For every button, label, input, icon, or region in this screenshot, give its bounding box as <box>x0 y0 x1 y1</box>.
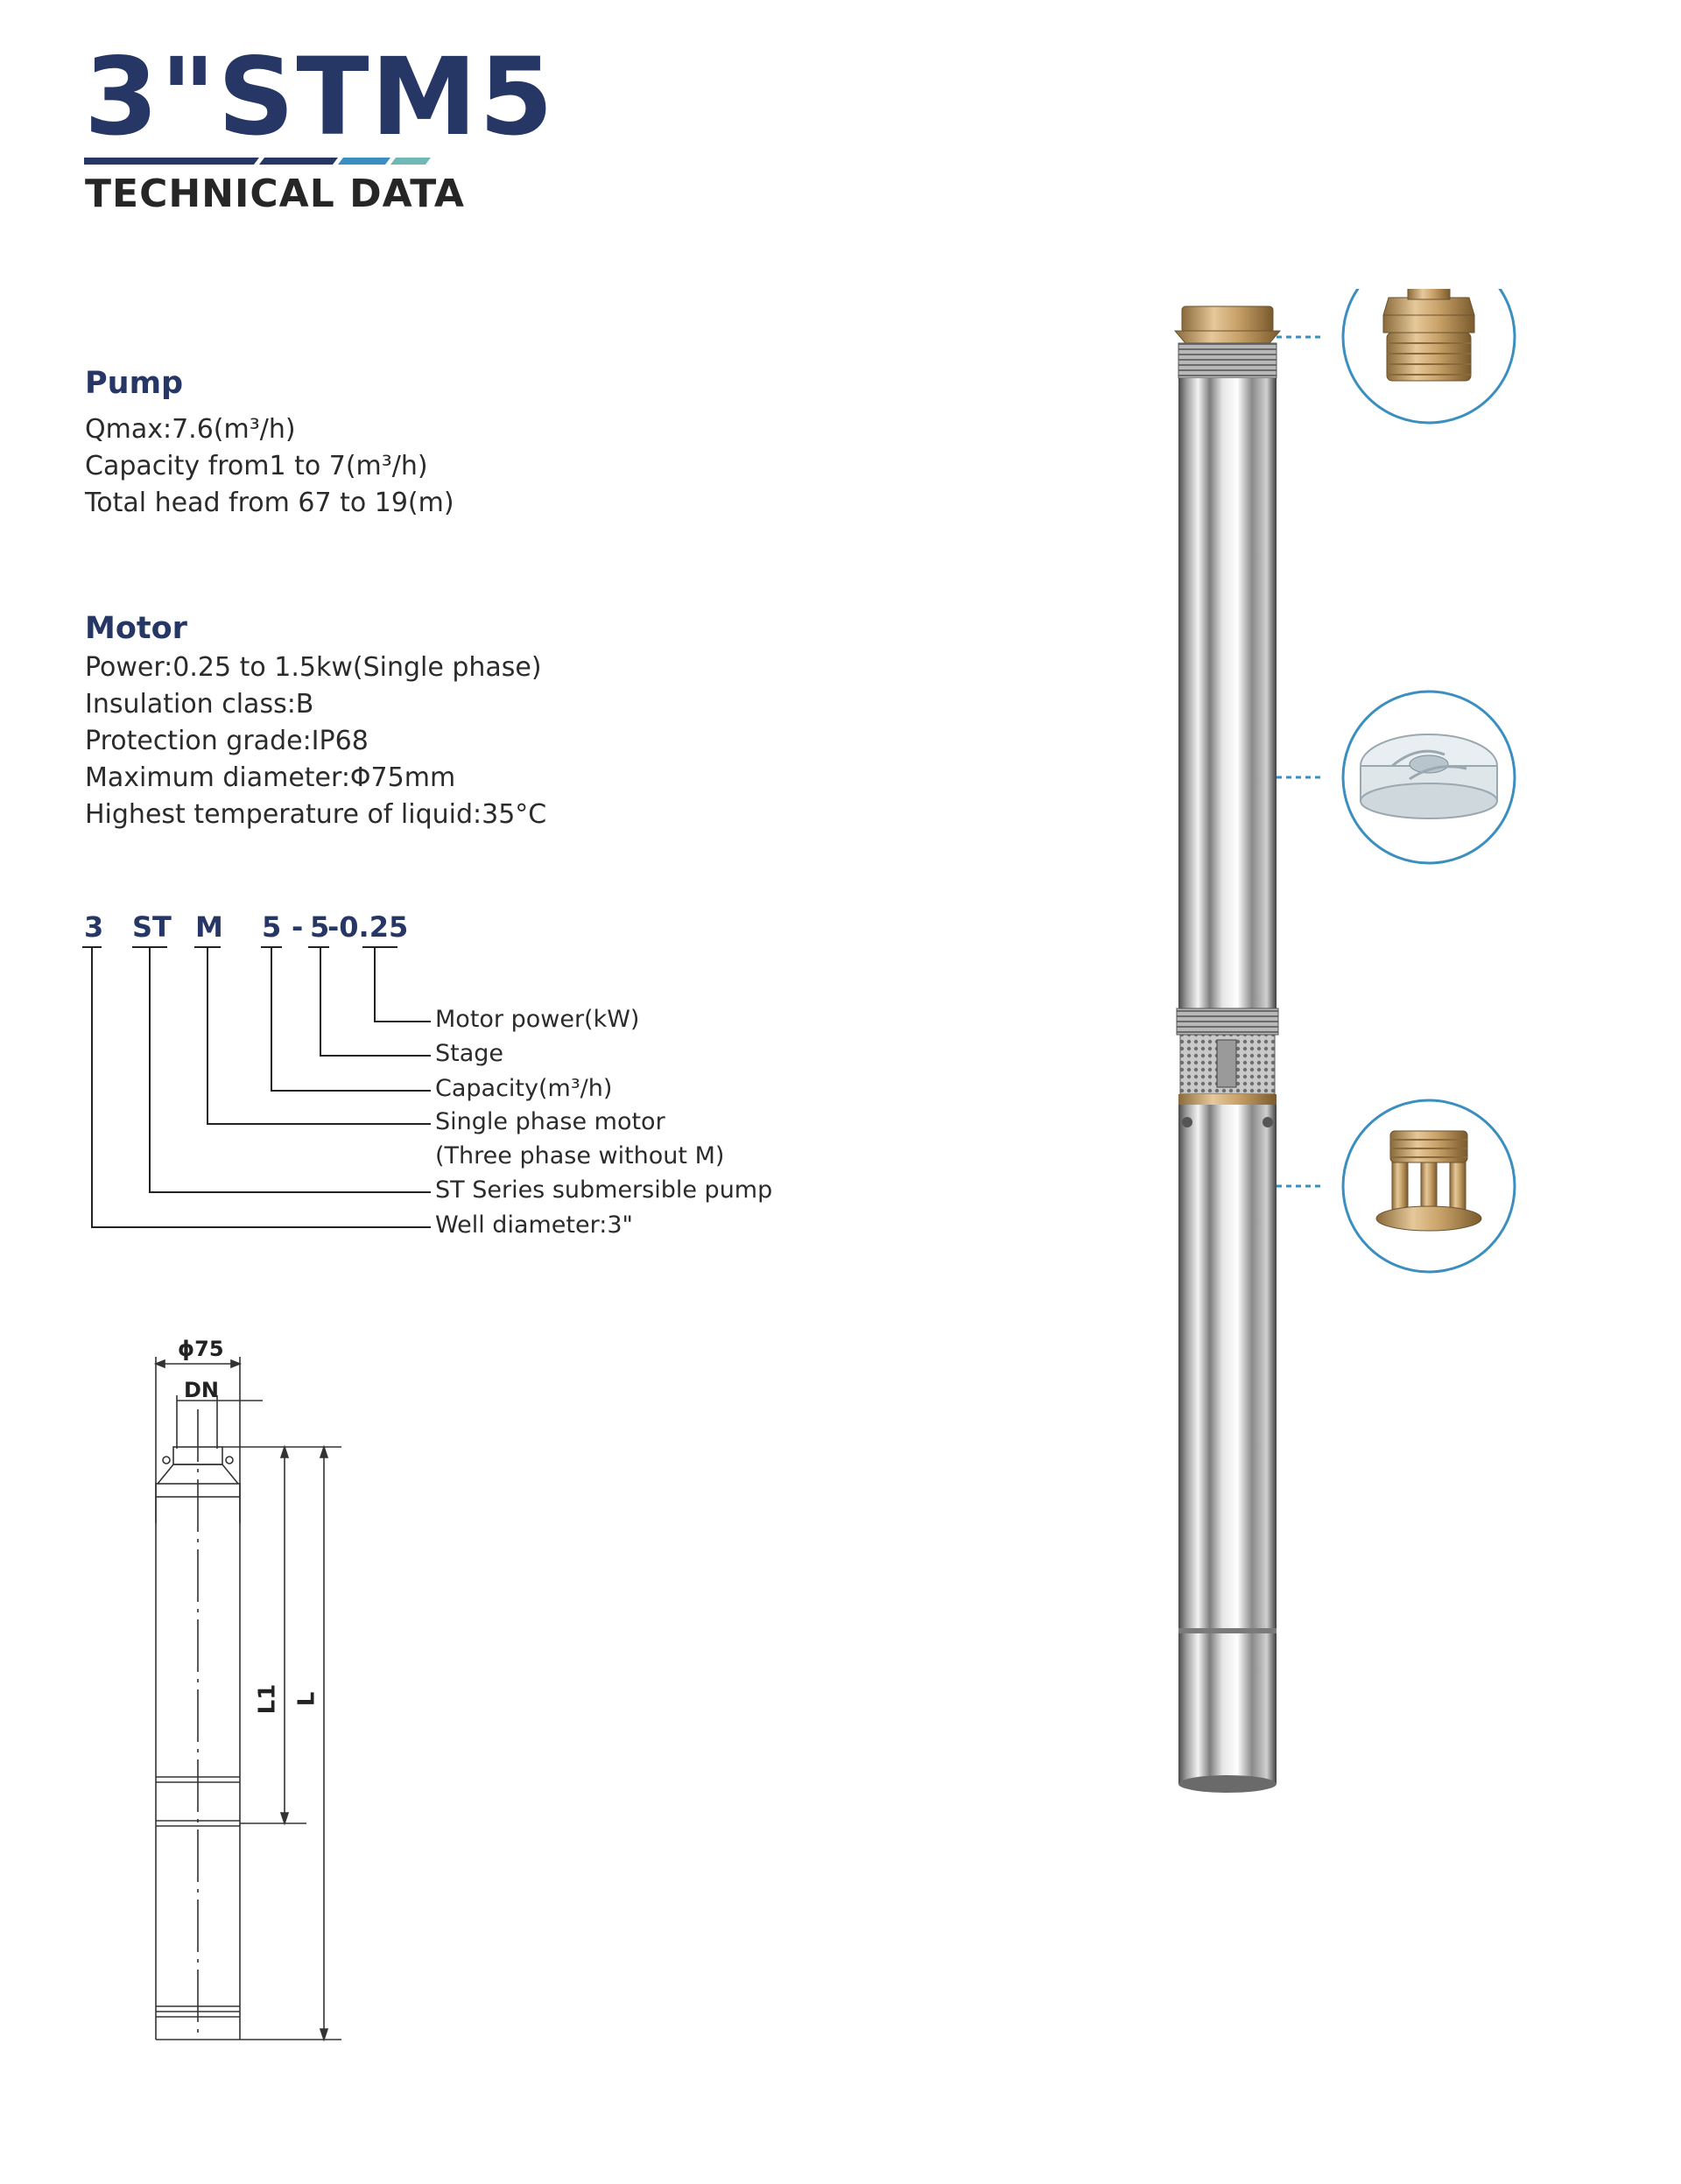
legend-motor-power: Motor power(kW) <box>435 1006 640 1033</box>
legend-well-diameter: Well diameter:3" <box>435 1211 633 1239</box>
code-well-diameter: 3 <box>84 910 104 944</box>
dim-l1-label: L1 <box>254 1683 281 1715</box>
motor-spec-line: Protection grade:IP68 <box>85 726 369 756</box>
legend-three-phase-note: (Three phase without M) <box>435 1142 725 1169</box>
code-series: ST <box>132 910 172 944</box>
page-subtitle: TECHNICAL DATA <box>85 172 465 216</box>
code-capacity: 5 <box>262 910 282 944</box>
legend-capacity: Capacity(m³/h) <box>435 1075 613 1102</box>
impeller-icon <box>1341 690 1516 865</box>
legend-single-phase: Single phase motor <box>435 1108 665 1135</box>
legend-stage: Stage <box>435 1040 504 1067</box>
motor-spec-line: Power:0.25 to 1.5kw(Single phase) <box>85 652 542 683</box>
dim-outer-diameter-label: ϕ75 <box>178 1337 224 1361</box>
motor-spec-list: Power:0.25 to 1.5kw(Single phase) Insula… <box>85 650 546 833</box>
pump-spec-line: Total head from 67 to 19(m) <box>85 488 454 518</box>
pump-spec-line: Qmax:7.6(m³/h) <box>85 414 296 445</box>
pump-spec-line: Capacity from1 to 7(m³/h) <box>85 451 428 481</box>
model-code-leader-lines <box>82 946 431 1228</box>
dim-dn-label: DN <box>184 1378 220 1402</box>
outlet-fitting-icon <box>1341 289 1516 425</box>
pump-heading: Pump <box>85 366 184 401</box>
code-separator: - <box>292 910 304 944</box>
code-power: -0.25 <box>327 910 409 944</box>
pump-spec-list: Qmax:7.6(m³/h) Capacity from1 to 7(m³/h)… <box>85 411 454 522</box>
legend-series: ST Series submersible pump <box>435 1176 773 1204</box>
motor-heading: Motor <box>85 611 187 646</box>
title-underline <box>84 158 431 165</box>
product-title: 3"STM5 <box>84 35 555 159</box>
dimension-drawing <box>153 1357 341 2042</box>
code-motor-type: M <box>195 910 223 944</box>
motor-bracket-icon <box>1341 1099 1516 1274</box>
pump-product-image <box>1173 289 1516 1793</box>
motor-spec-line: Insulation class:B <box>85 689 314 720</box>
motor-spec-line: Highest temperature of liquid:35°C <box>85 799 547 830</box>
dim-l-label: L <box>293 1691 320 1707</box>
motor-spec-line: Maximum diameter:Φ75mm <box>85 762 456 793</box>
code-stage: 5 <box>310 910 330 944</box>
